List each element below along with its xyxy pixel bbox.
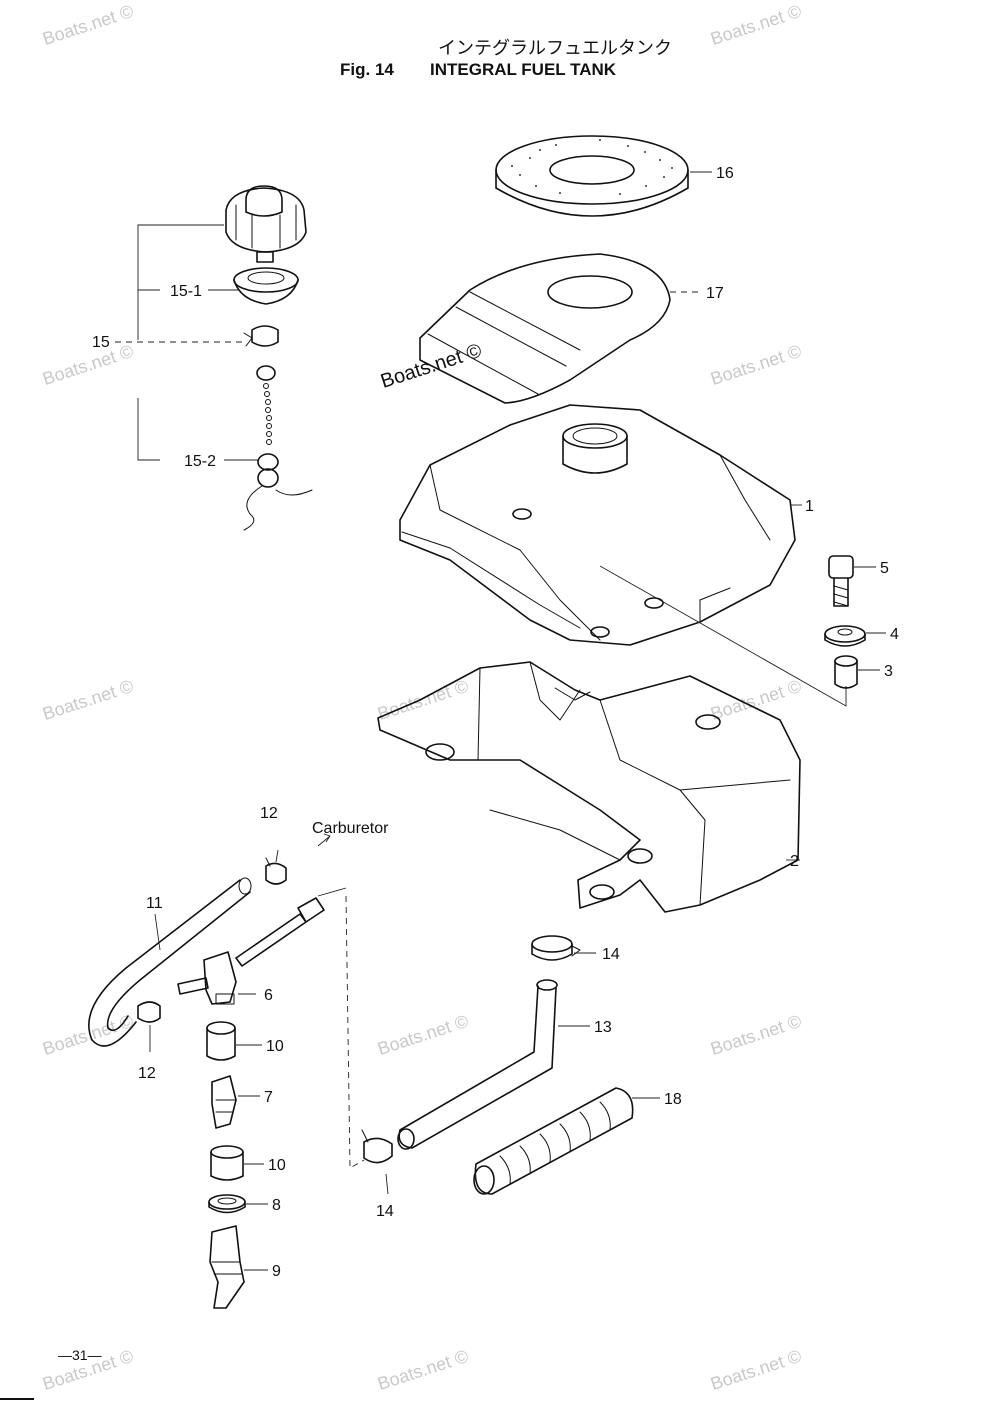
part-10-spacer-lower [210, 1145, 244, 1181]
callout-8: 8 [272, 1197, 281, 1214]
part-1-fuel-tank-upper [399, 404, 796, 646]
part-10-spacer-upper [206, 1021, 236, 1061]
leader-lines [115, 171, 886, 1271]
callout-12-lower: 12 [138, 1065, 156, 1082]
part-12-hose-clip [265, 857, 287, 885]
part-11-fuel-hose [88, 877, 252, 1047]
part-15-2-tether-chain [243, 365, 313, 531]
part-4-washer [824, 625, 866, 647]
figure-number: Fig. 14 [340, 60, 394, 79]
part-5-bolt [828, 555, 854, 607]
callout-15-2: 15-2 [184, 453, 216, 470]
part-2-fuel-tank-lower [377, 661, 801, 913]
callout-7: 7 [264, 1089, 273, 1106]
figure-title: Fig. 14 INTEGRAL FUEL TANK [340, 60, 616, 80]
callout-9: 9 [272, 1263, 281, 1280]
page-number: —31— [58, 1347, 102, 1363]
part-7-valve-body [211, 1075, 237, 1129]
part-13-fuel-hose [397, 979, 558, 1150]
callout-5: 5 [880, 560, 889, 577]
callout-14-upper: 14 [602, 946, 620, 963]
callout-10-upper: 10 [266, 1038, 284, 1055]
callout-4: 4 [890, 626, 899, 643]
part-14-hose-clamp-lower [361, 1129, 393, 1164]
callout-12-upper: 12 [260, 805, 278, 822]
part-16-foam-ring [495, 135, 689, 217]
part-6-fuel-valve [177, 897, 325, 1005]
carburetor-label: Carburetor [312, 820, 389, 837]
footer-rule [0, 1398, 34, 1400]
callout-14-lower: 14 [376, 1203, 394, 1220]
callout-3: 3 [884, 663, 893, 680]
callout-10-lower: 10 [268, 1157, 286, 1174]
title-japanese: インテグラルフュエルタンク [438, 38, 672, 59]
figure-name: INTEGRAL FUEL TANK [430, 60, 617, 79]
part-15-1-gasket [233, 267, 299, 305]
part-3-collar [834, 655, 858, 689]
part-14-hose-clamp-upper [531, 935, 581, 961]
callout-18: 18 [664, 1091, 682, 1108]
callout-2: 2 [790, 853, 799, 870]
part-17-cover-sheet [419, 253, 671, 404]
part-15-clip [243, 325, 279, 347]
part-9-fuel-outlet [209, 1225, 245, 1309]
callout-15: 15 [92, 334, 110, 351]
callout-6: 6 [264, 987, 273, 1004]
callout-13: 13 [594, 1019, 612, 1036]
callout-1: 1 [805, 498, 814, 515]
callout-15-1: 15-1 [170, 283, 202, 300]
part-8-washer [208, 1194, 246, 1214]
part-18-hose-sleeve [473, 1087, 634, 1195]
callout-16: 16 [716, 165, 734, 182]
part-15-fuel-cap [225, 185, 307, 263]
callout-17: 17 [706, 285, 724, 302]
callouts: 16 17 1 5 4 3 2 12 11 6 10 12 7 10 8 9 1… [92, 165, 899, 1280]
callout-11: 11 [146, 895, 163, 912]
part-12-hose-clip-lower [137, 1001, 161, 1023]
